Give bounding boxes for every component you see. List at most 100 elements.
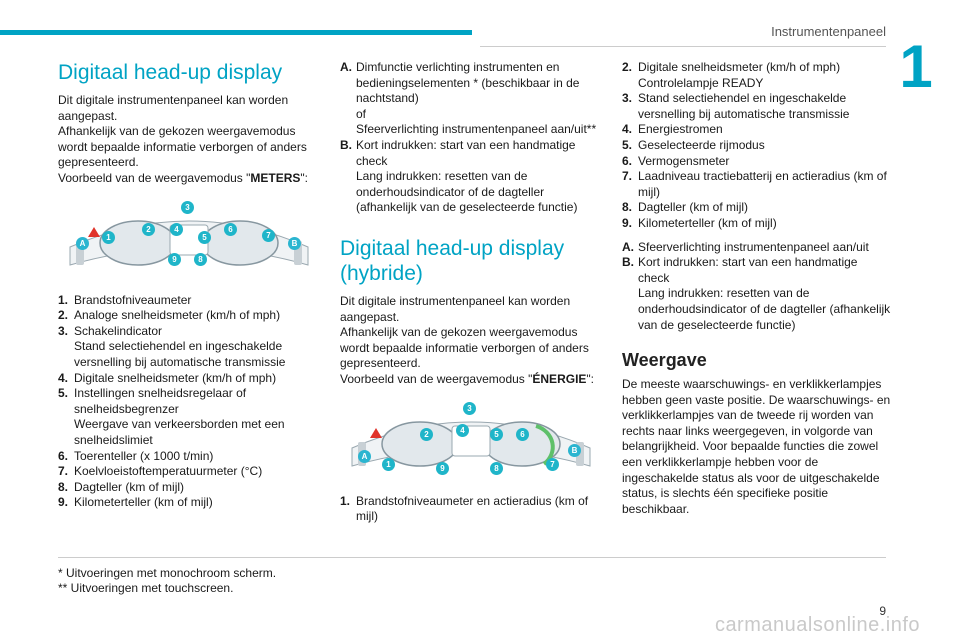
item-number: 8. bbox=[622, 200, 633, 215]
footnotes: * Uitvoeringen met monochroom scherm. **… bbox=[58, 566, 276, 596]
page-number: 9 bbox=[879, 604, 886, 618]
item-text: Brandstofniveaumeter en actieradius (km … bbox=[356, 493, 589, 524]
item-letter: A. bbox=[340, 60, 352, 74]
list-item: 8. Dagteller (km of mijl) bbox=[622, 200, 892, 216]
badge-B: B bbox=[568, 443, 581, 457]
top-accent-bar bbox=[0, 30, 472, 35]
badge-9: 9 bbox=[436, 461, 449, 475]
badge-2: 2 bbox=[420, 427, 433, 441]
example-mode: METERS bbox=[250, 170, 301, 185]
cluster-illustration-meters: 3 2 4 6 5 1 7 A B 9 8 bbox=[58, 200, 320, 275]
item-text: Lang indrukken: resetten van de onderhou… bbox=[638, 286, 891, 332]
item-letter: B. bbox=[340, 137, 352, 152]
legend-list-hybrid: 1.Brandstofniveaumeter en actieradius (k… bbox=[340, 494, 602, 525]
intro-line-2: Afhankelijk van de gekozen weergavemodus… bbox=[340, 325, 589, 371]
item-text: Kilometerteller (km of mijl) bbox=[638, 215, 777, 230]
cluster-drawing bbox=[351, 420, 591, 467]
column-3: 2.Digitale snelheidsmeter (km/h of mph)C… bbox=[622, 60, 892, 517]
list-item: 4.Energiestromen bbox=[622, 122, 892, 138]
item-text: Geselecteerde rijmodus bbox=[638, 137, 765, 152]
item-text: Energiestromen bbox=[638, 122, 723, 137]
badge-7: 7 bbox=[262, 228, 275, 242]
item-letter: A. bbox=[622, 239, 634, 254]
list-item: A. Dimfunctie verlichting instrumenten en… bbox=[340, 60, 602, 138]
watermark: carmanualsonline.info bbox=[714, 614, 920, 636]
list-item: 3. Stand selectiehendel en ingeschakelde … bbox=[622, 91, 892, 122]
item-text: Dagteller (km of mijl) bbox=[638, 200, 749, 215]
item-text: Analoge snelheidsmeter (km/h of mph) bbox=[74, 308, 281, 323]
item-text: Toerenteller (x 1000 t/min) bbox=[74, 448, 214, 463]
item-text: Brandstofniveaumeter bbox=[74, 292, 192, 307]
list-item: 1.Brandstofniveaumeter en actieradius (k… bbox=[340, 494, 602, 525]
badge-A: A bbox=[358, 449, 371, 463]
list-item: 2.Digitale snelheidsmeter (km/h of mph)C… bbox=[622, 60, 892, 91]
example-prefix: Voorbeeld van de weergavemodus " bbox=[340, 371, 533, 386]
list-item: 6. Toerenteller (x 1000 t/min) bbox=[58, 449, 320, 465]
list-item: 1. Brandstofniveaumeter bbox=[58, 293, 320, 309]
spacer bbox=[622, 232, 892, 240]
item-number: 2. bbox=[622, 60, 633, 74]
item-number: 5. bbox=[622, 137, 633, 152]
badge-1: 1 bbox=[382, 457, 395, 471]
list-item: 6. Vermogensmeter bbox=[622, 154, 892, 170]
item-text: Dimfunctie verlichting instrumenten en b… bbox=[356, 60, 580, 106]
legend-list-meters: 1. Brandstofniveaumeter 2. Analoge snelhei… bbox=[58, 293, 320, 511]
legend-list-letters: A. Dimfunctie verlichting instrumenten en… bbox=[340, 60, 602, 216]
item-text: Laadniveau tractiebatterij en actieradiu… bbox=[638, 169, 887, 199]
item-text: of bbox=[356, 106, 367, 121]
item-text: Sfeerverlichting instrumentenpaneel aan/… bbox=[638, 239, 869, 254]
item-number: 1. bbox=[58, 292, 69, 307]
example-suffix: ": bbox=[300, 170, 308, 185]
item-number: 7. bbox=[58, 464, 69, 479]
item-number: 6. bbox=[622, 153, 633, 168]
item-number: 3. bbox=[622, 91, 633, 106]
item-number: 2. bbox=[58, 308, 69, 323]
list-item: 9.Kilometerteller (km of mijl) bbox=[622, 216, 892, 232]
badge-1: 1 bbox=[102, 230, 115, 244]
list-item: 7. Koelvloeistoftemperatuurmeter (°C) bbox=[58, 464, 320, 480]
badge-9: 9 bbox=[168, 252, 181, 266]
intro-line-1: Dit digitale instrumentenpaneel kan word… bbox=[58, 93, 289, 123]
section-title: Instrumentenpaneel bbox=[771, 24, 886, 39]
badge-3: 3 bbox=[463, 401, 476, 415]
item-number: 7. bbox=[622, 169, 633, 184]
item-text: Controlelampje READY bbox=[638, 75, 764, 90]
item-text: Vermogensmeter bbox=[638, 153, 730, 168]
item-text: Stand selectiehendel en ingeschakelde ve… bbox=[638, 91, 850, 121]
badge-5: 5 bbox=[490, 427, 503, 441]
badge-8: 8 bbox=[490, 461, 503, 475]
item-text: Kort indrukken: start van een handmatige… bbox=[638, 255, 858, 285]
heading-display: Weergave bbox=[622, 350, 707, 371]
badge-3: 3 bbox=[181, 200, 194, 214]
list-item: 4.Digitale snelheidsmeter (km/h of mph) bbox=[58, 371, 320, 387]
header-divider bbox=[480, 46, 886, 47]
cluster-illustration-energy: 3 2 4 5 6 A 1 9 8 7 B bbox=[340, 401, 602, 476]
heading-digital-display: Digitaal head-up display bbox=[58, 61, 283, 84]
badge-B: B bbox=[288, 236, 301, 250]
item-text: Koelvloeistoftemperatuurmeter (°C) bbox=[74, 464, 263, 479]
item-text: Instellingen snelheidsregelaar of snelhe… bbox=[74, 386, 247, 416]
badge-2: 2 bbox=[142, 222, 155, 236]
badge-5: 5 bbox=[198, 230, 211, 244]
badge-A: A bbox=[76, 236, 89, 250]
badge-4: 4 bbox=[456, 423, 469, 437]
example-suffix: ": bbox=[586, 371, 594, 386]
badge-4: 4 bbox=[170, 222, 183, 236]
list-item: 5.Instellingen snelheidsregelaar of snel… bbox=[58, 386, 320, 448]
badge-7: 7 bbox=[546, 457, 559, 471]
heading-hybrid-display: Digitaal head-up display (hybride) bbox=[340, 236, 565, 285]
legend-list-hybrid-letters: A. Sfeerverlichting instrumentenpaneel aa… bbox=[622, 240, 892, 334]
item-text: Stand selectiehendel en ingeschakelde ve… bbox=[74, 339, 286, 369]
intro-line-2: Afhankelijk van de gekozen weergavemodus… bbox=[58, 124, 307, 170]
item-number: 6. bbox=[58, 448, 69, 463]
intro-line-1: Dit digitale instrumentenpaneel kan word… bbox=[340, 293, 571, 324]
list-item: B.Kort indrukken: start van een handmati… bbox=[622, 255, 892, 333]
list-item: 9.Kilometerteller (km of mijl) bbox=[58, 495, 320, 511]
list-item: 7. Laadniveau tractiebatterij en actierad… bbox=[622, 169, 892, 200]
item-text: Schakelindicator bbox=[74, 323, 163, 338]
example-mode: ÉNERGIE bbox=[532, 371, 587, 386]
example-prefix: Voorbeeld van de weergavemodus " bbox=[58, 170, 251, 185]
footnote-2: ** Uitvoeringen met touchscreen. bbox=[58, 581, 234, 595]
footnote-divider bbox=[58, 557, 886, 558]
